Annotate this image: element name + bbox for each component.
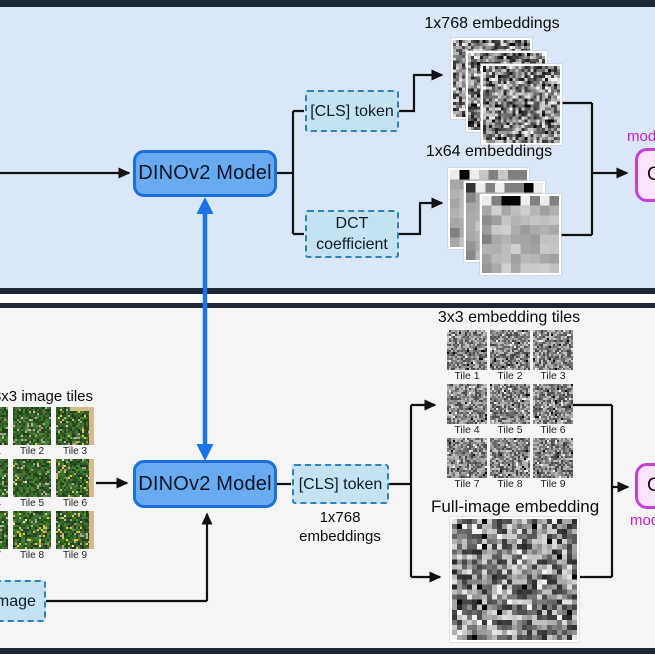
- noise-image: [447, 330, 487, 370]
- dct-line2: coefficient: [316, 236, 388, 253]
- noise-image: [483, 66, 560, 143]
- embedding-tile-label: Tile 7: [454, 478, 480, 490]
- embedding-tile: Tile 4: [447, 384, 487, 438]
- noise-image: [452, 519, 577, 640]
- noise-image: [447, 384, 487, 424]
- vegetation-photo: [0, 511, 8, 549]
- vegetation-photo: [56, 407, 94, 445]
- cls-dim-line2: embeddings: [299, 528, 381, 545]
- vegetation-photo: [0, 407, 8, 445]
- embedding-64-layer3: [480, 194, 561, 275]
- classifier-label-bottom: Classifier: [647, 475, 655, 496]
- embedding-tile: Tile 9: [533, 438, 573, 492]
- dinov2-model-box-top: DINOv2 Model: [133, 150, 277, 197]
- cls-dim-line1: 1x768: [319, 509, 361, 526]
- image-tile-label: Tile 9: [62, 550, 88, 561]
- full-image-box: Full image: [0, 580, 46, 622]
- image-tile-label: Tile 1: [0, 445, 8, 459]
- wire-cls-splitter-bottom: [389, 405, 413, 577]
- model-tag-bottom: model: [630, 512, 655, 529]
- classifier-label-top: Classifier: [647, 164, 655, 185]
- image-tile: Tile 8: [13, 511, 51, 563]
- embedding-tile-label: Tile 4: [454, 424, 480, 436]
- wire-model-to-token-bracket-top: [277, 109, 304, 236]
- noise-image: [533, 330, 573, 370]
- image-tile: Tile 2: [13, 407, 51, 459]
- image-tiles-title: 3x3 image tiles: [0, 388, 94, 405]
- embedding-tiles-grid: Tile 1 Tile 2 Tile 3 Tile 4 Tile 5 Tile …: [447, 330, 573, 492]
- image-tile-label: Tile 7: [0, 549, 8, 563]
- embedding-tile-label: Tile 2: [497, 370, 523, 382]
- dct-coefficient-box: DCT coefficient: [305, 210, 399, 258]
- shared-model-arrow: [196, 197, 214, 461]
- image-tile: Tile 5: [13, 459, 51, 511]
- vegetation-photo: [13, 511, 51, 549]
- embedding-tiles-title: 3x3 embedding tiles: [437, 309, 581, 326]
- embedding-tile-label: Tile 5: [497, 424, 523, 436]
- vegetation-photo: [0, 459, 8, 497]
- image-tile-label: Tile 5: [19, 498, 45, 509]
- image-tile: Tile 7: [0, 511, 8, 563]
- embedding-tile: Tile 5: [490, 384, 530, 438]
- emb64-title: 1x64 embeddings: [425, 143, 553, 160]
- embedding-tile: Tile 8: [490, 438, 530, 492]
- embedding-tile: Tile 1: [447, 330, 487, 384]
- noise-image: [490, 330, 530, 370]
- embedding-tile: Tile 2: [490, 330, 530, 384]
- noise-image: [447, 438, 487, 478]
- cls-token-label-bottom: [CLS] token: [298, 475, 383, 493]
- embedding-tile: Tile 6: [533, 384, 573, 438]
- noise-image: [533, 384, 573, 424]
- classifier-box-top: Classifier: [635, 148, 655, 202]
- vegetation-photo: [56, 511, 94, 549]
- dinov2-model-box-bottom: DINOv2 Model: [133, 460, 277, 508]
- image-tile-label: Tile 2: [19, 446, 45, 457]
- vegetation-photo: [13, 407, 51, 445]
- dct-grid-image: [482, 196, 559, 273]
- noise-image: [490, 438, 530, 478]
- image-tile: Tile 4: [0, 459, 8, 511]
- cls-dimension-note: 1x768 embeddings: [280, 508, 400, 546]
- noise-image: [490, 384, 530, 424]
- emb768-title: 1x768 embeddings: [424, 15, 560, 32]
- image-tile-label: Tile 8: [19, 550, 45, 561]
- embedding-tile-label: Tile 1: [454, 370, 480, 382]
- image-tile: Tile 1: [0, 407, 8, 459]
- embedding-tile-label: Tile 3: [540, 370, 566, 382]
- embedding-tile-label: Tile 6: [540, 424, 566, 436]
- image-tile: Tile 6: [56, 459, 94, 511]
- vegetation-photo: [56, 459, 94, 497]
- cls-token-box-top: [CLS] token: [305, 90, 399, 132]
- wire-stacks-collector-top: [561, 101, 594, 237]
- vegetation-photo: [13, 459, 51, 497]
- embedding-768-layer3: [481, 64, 562, 145]
- arrow-cls-to-768stack: [399, 69, 444, 113]
- dinov2-model-label-bottom: DINOv2 Model: [138, 472, 272, 495]
- image-tile-label: Tile 3: [62, 446, 88, 457]
- image-tile-label: Tile 4: [0, 497, 8, 511]
- cls-token-box-bottom: [CLS] token: [292, 464, 389, 504]
- embedding-tile-label: Tile 8: [497, 478, 523, 490]
- image-tile-label: Tile 6: [62, 498, 88, 509]
- full-image-embedding-title: Full-image embedding: [431, 497, 600, 516]
- image-tiles-grid: Tile 1 Tile 2 Tile 3 Tile 4 Tile 5 Tile …: [0, 407, 94, 563]
- full-image-embedding: [450, 517, 579, 642]
- image-tile: Tile 9: [56, 511, 94, 563]
- wire-embeddings-collector-bottom: [573, 403, 614, 579]
- noise-image: [533, 438, 573, 478]
- dct-line1: DCT: [335, 215, 369, 232]
- model-tag-top: model: [627, 128, 655, 145]
- embedding-tile: Tile 7: [447, 438, 487, 492]
- classifier-box-bottom: Classifier: [635, 463, 655, 509]
- cls-token-label-top: [CLS] token: [310, 102, 394, 120]
- arrow-dct-to-64stack: [399, 197, 444, 236]
- image-tile: Tile 3: [56, 407, 94, 459]
- embedding-tile-label: Tile 9: [540, 478, 566, 490]
- dinov2-model-label-top: DINOv2 Model: [138, 162, 272, 184]
- embedding-tile: Tile 3: [533, 330, 573, 384]
- full-image-box-label: Full image: [0, 592, 36, 610]
